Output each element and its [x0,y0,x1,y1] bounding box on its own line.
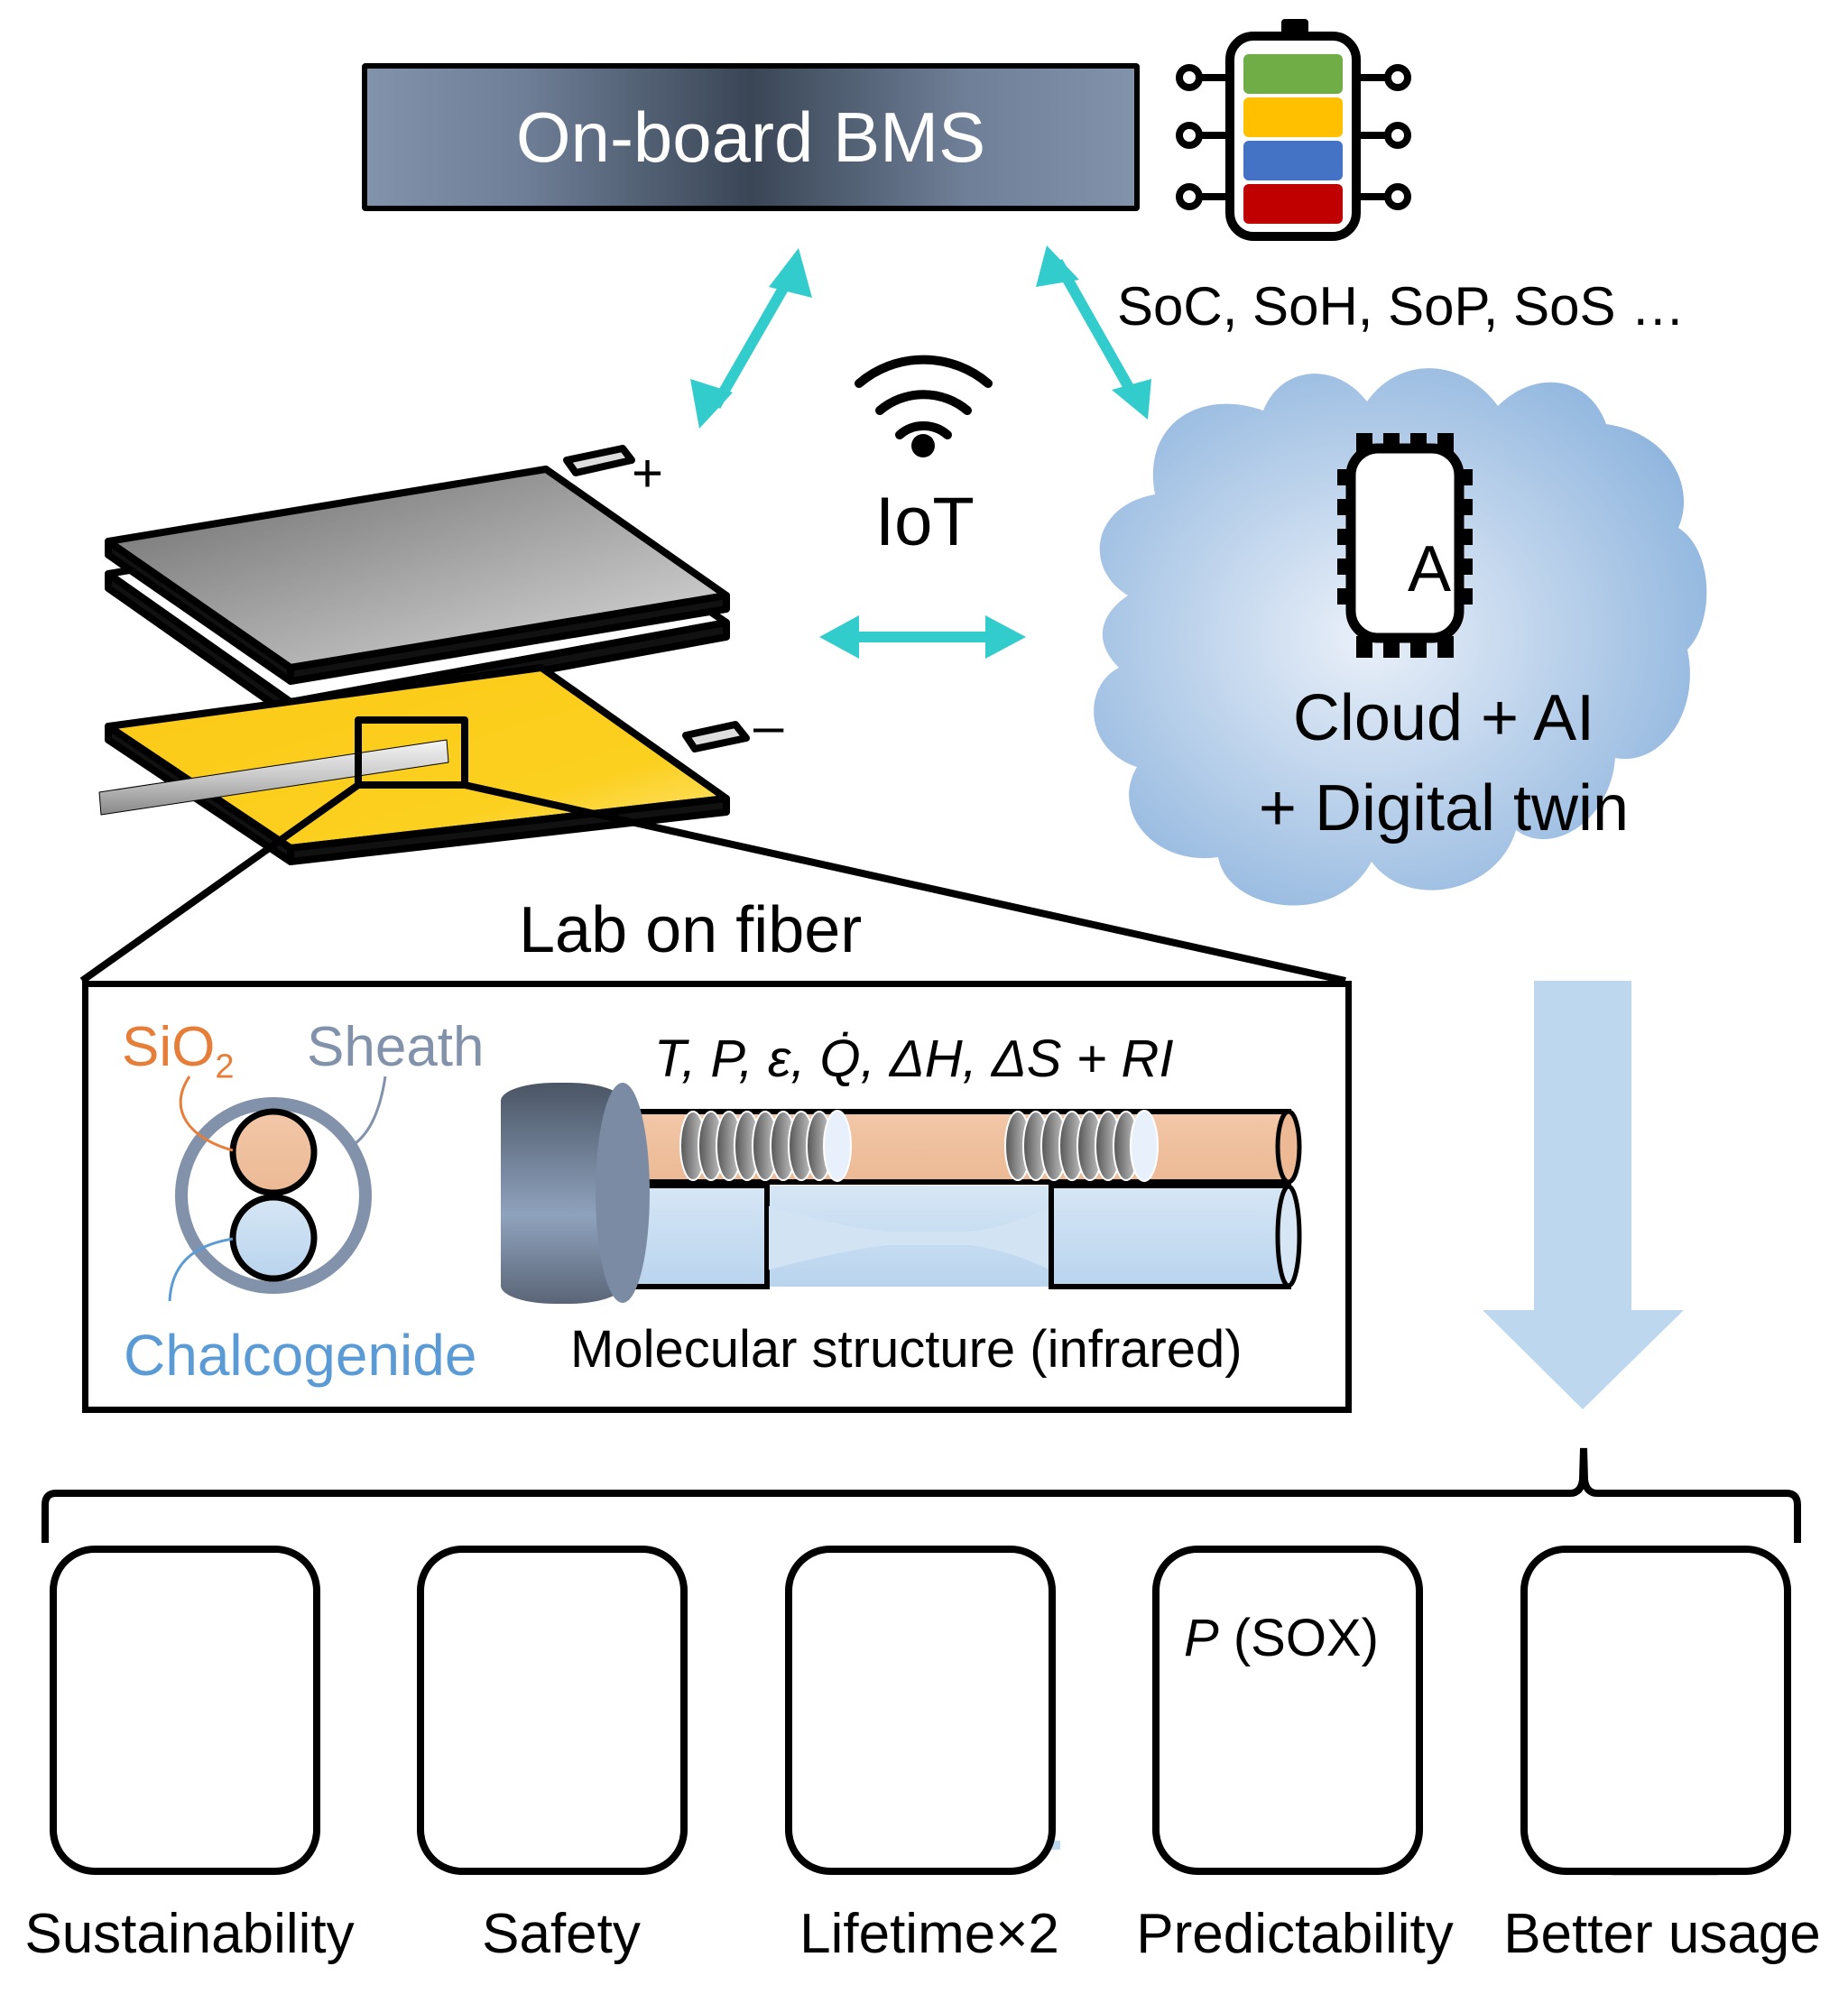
outcome-box-safety [417,1546,688,1875]
outcome-box-predictability [1152,1546,1423,1875]
outcome-label: Better usage [1503,1903,1821,1965]
sensing-parameters: T, P, ε, Q̇, ΔH, ΔS + RI [654,1029,1174,1088]
bragg-grating [1004,1110,1159,1182]
outcome-box-sustainability [50,1546,320,1875]
chalcogenide-label: Chalcogenide [124,1323,477,1388]
data-link-arrows [690,245,1151,659]
wifi-icon [855,355,993,457]
sio2-text: SiO [122,1016,216,1078]
battery-chip-icon [1176,19,1411,241]
fiber-side-view [501,1083,1302,1304]
battery-segment [1243,141,1343,180]
outcome-box-better-usage [1520,1546,1791,1875]
pouch-cell-illustration [79,445,1346,984]
battery-segment [1243,97,1343,137]
cloud-line-2: + Digital twin [1258,772,1630,845]
outcomes-bracket [42,1447,1801,1543]
outcome-label: Sustainability [24,1903,355,1965]
sheath-label: Sheath [307,1016,485,1078]
output-arrow [1483,981,1684,1409]
outcome-label: Lifetime×2 [799,1903,1059,1965]
battery-segment [1243,184,1343,224]
iot-label: IoT [875,484,975,560]
onboard-bms-box: On-board BMS [362,63,1140,211]
sio2-subscript: 2 [215,1048,235,1086]
fiber-cross-section [168,1075,387,1302]
lab-on-fiber-title: Lab on fiber [519,894,863,966]
outcome-label: Safety [482,1903,641,1965]
molecular-structure-label: Molecular structure (infrared) [570,1320,1243,1379]
bragg-grating [679,1110,852,1182]
ai-chip-icon [1337,433,1473,658]
sio2-label: SiO2 [122,1015,235,1086]
lab-on-fiber-box [82,981,1352,1413]
battery-segment [1243,54,1343,94]
cloud-line-1: Cloud + AI [1292,682,1595,754]
state-estimates-text: SoC, SoH, SoP, SoS … [1117,276,1686,337]
ai-chip-label: AI [1408,533,1470,605]
outcome-label: Predictability [1136,1903,1454,1965]
bms-label: On-board BMS [515,97,986,177]
sox-label: P (SOX) [1184,1609,1379,1667]
negative-terminal-label: – [753,696,784,756]
positive-terminal-label: + [632,443,664,503]
outcome-box-lifetime [785,1546,1056,1875]
